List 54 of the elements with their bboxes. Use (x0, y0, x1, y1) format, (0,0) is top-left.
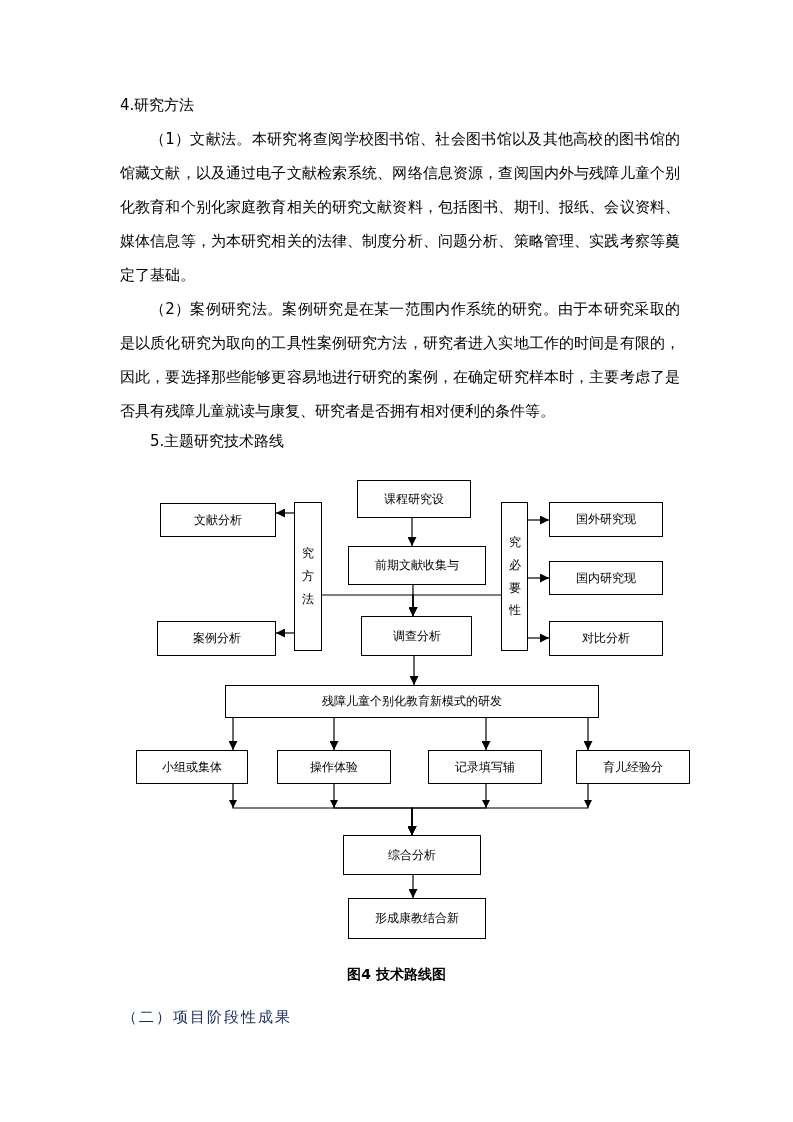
paragraph: （2）案例研究法。案例研究是在某一范围内作系统的研究。由于本研究采取的是以质化研究为取向的工具性案例研究方法，研究者进入实地工作的时间是有限的，因此，要选择那些能够更容易地进行研究的案例，在确定研究样本时，主要考虑了是否具有残障儿童就读与康复、研究者是否拥有相对便利的条件等。 (120, 299, 680, 422)
box-label: 记录填写辅 (455, 758, 515, 776)
arrow (275, 628, 295, 638)
arrow (228, 717, 238, 751)
process-box (501, 502, 528, 651)
box-label: 残障儿童个别化教育新模式的研发 (322, 693, 502, 710)
box-label: 操作体验 (310, 758, 358, 776)
process-box (576, 750, 690, 784)
paragraph: （1）文献法。本研究将查阅学校图书馆、社会图书馆以及其他高校的图书馆的馆藏文献，以及通过电子文献检索系统、网络信息资源，查阅国内外与残障儿童个别化教育和个别化家庭教育相关的研究文献资料，包括图书、期刊、报纸、会议资料、媒体信息等，为本研究相关的法律、制度分析、问题分析、策略管理、实践考察等奠定了基础。 (120, 129, 680, 286)
box-label: 究方法 (302, 545, 314, 608)
section-heading: 5.主题研究技术路线 (150, 431, 286, 452)
process-box (428, 750, 542, 784)
arrow (527, 515, 550, 525)
box-label: 究必要性 (508, 533, 521, 620)
process-box (549, 621, 663, 656)
arrow (527, 573, 550, 583)
arrow (409, 655, 419, 686)
section-heading: （二）项目阶段性成果 (122, 1007, 293, 1028)
box-label: 育儿经验分 (603, 758, 663, 776)
arrow (275, 508, 295, 518)
process-box (157, 621, 276, 656)
arrow (481, 717, 491, 751)
arrow (527, 633, 550, 643)
process-box (225, 685, 599, 718)
process-box (549, 502, 663, 537)
box-label: 综合分析 (388, 846, 436, 864)
process-box (549, 561, 663, 595)
arrow (329, 717, 339, 751)
box-label: 课程研究设 (384, 490, 444, 508)
box-label: 案例分析 (192, 630, 241, 647)
arrow (407, 783, 589, 836)
box-label: 国内研究现 (576, 569, 636, 587)
process-box (136, 750, 248, 784)
figure-caption: 图4 技术路线图 (346, 966, 447, 984)
process-box (357, 480, 471, 518)
process-box (348, 898, 486, 939)
box-label: 文献分析 (194, 511, 242, 529)
arrow (407, 517, 417, 547)
process-box (277, 750, 391, 784)
box-label: 前期文献收集与 (375, 557, 459, 574)
box-label: 国外研究现 (576, 511, 636, 528)
box-label: 调查分析 (392, 627, 441, 645)
process-box (361, 616, 472, 656)
arrow (583, 717, 593, 751)
process-box (160, 503, 276, 537)
box-label: 形成康教结合新 (375, 910, 459, 927)
process-box (294, 502, 322, 651)
section-heading: 4.研究方法 (120, 95, 196, 116)
box-label: 对比分析 (582, 630, 630, 647)
arrow (408, 874, 418, 899)
process-box (343, 835, 481, 875)
box-label: 小组或集体 (162, 758, 222, 776)
process-box (348, 546, 486, 585)
arrow (408, 594, 502, 617)
